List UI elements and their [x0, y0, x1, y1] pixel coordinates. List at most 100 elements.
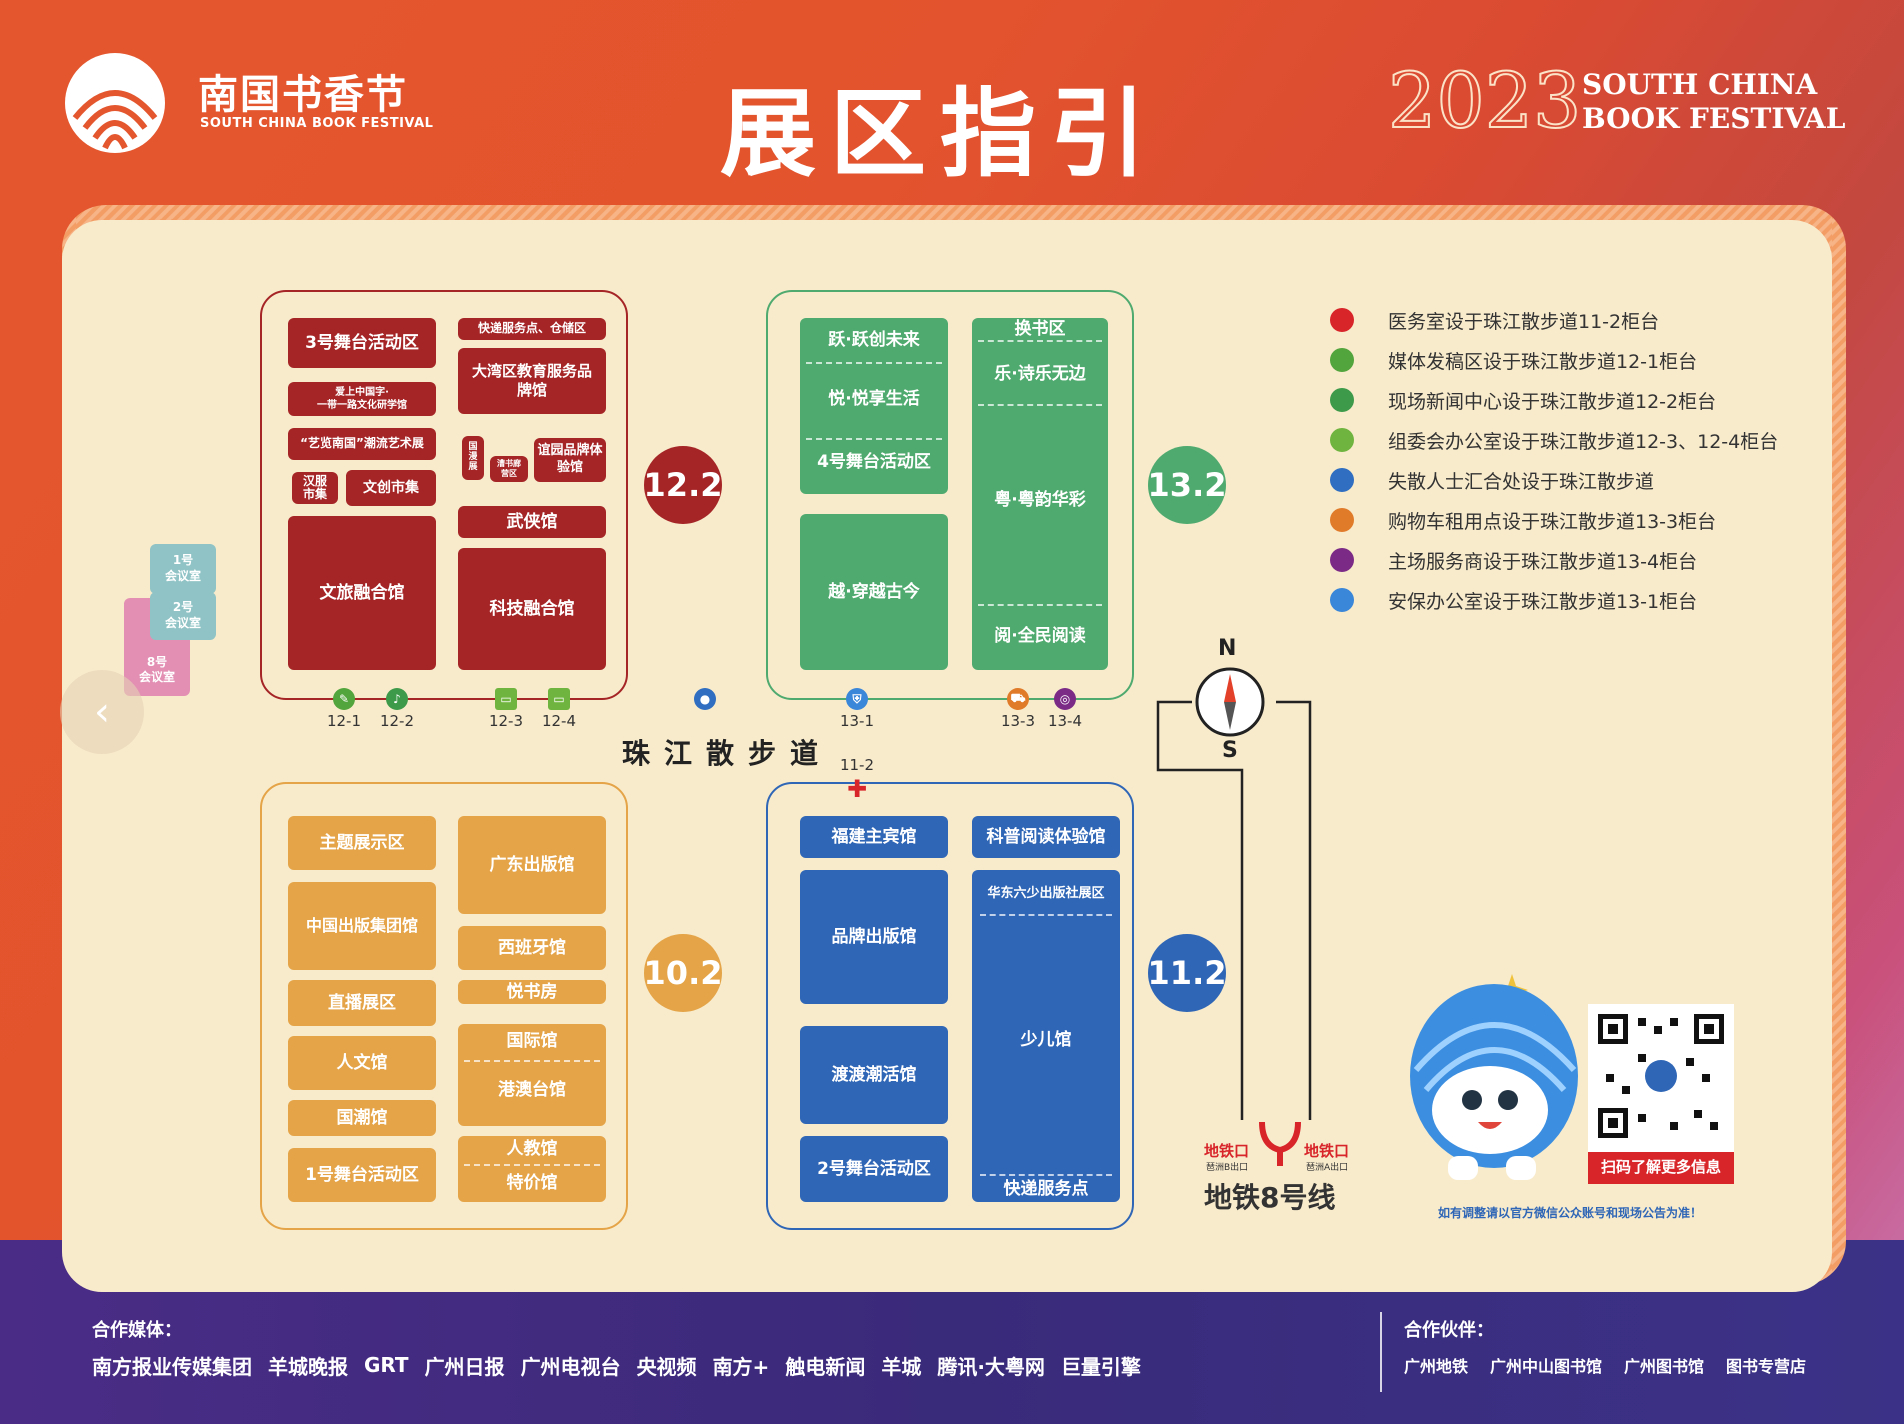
logo-title: 南国书香节 [198, 72, 408, 118]
stage-2-area[interactable]: 2号舞台活动区 [800, 1136, 948, 1202]
pen-icon [1330, 348, 1354, 372]
partner-logo[interactable]: 广州中山图书馆 [1490, 1357, 1603, 1376]
media-logo[interactable]: 触电新闻 [785, 1354, 866, 1379]
wenlv-hall[interactable]: 文旅融合馆 [288, 516, 436, 670]
medical-cross-icon[interactable]: ✚ [846, 775, 868, 803]
back-arrow-button[interactable]: ‹ [60, 670, 144, 754]
media-logo[interactable]: 巨量引擎 [1060, 1354, 1141, 1379]
china-publishing-group-hall[interactable]: 中国出版集团馆 [288, 882, 436, 970]
media-logo[interactable]: 羊城晚报 [268, 1354, 348, 1379]
cart-icon [1330, 508, 1354, 532]
counter-12-2: 12-2 [379, 712, 415, 730]
theme-exhibition[interactable]: 主题展示区 [288, 816, 436, 870]
guochao-hall[interactable]: 国潮馆 [288, 1100, 436, 1136]
person-icon [1330, 468, 1354, 492]
brand-publishing-hall[interactable]: 品牌出版馆 [800, 870, 948, 1004]
qr-code[interactable] [1588, 1004, 1734, 1152]
yue-cantonese[interactable]: 粤·粤韵华彩 [994, 489, 1086, 510]
keji-hall[interactable]: 科技融合馆 [458, 548, 606, 670]
meeting-room-2[interactable]: 2号 会议室 [150, 592, 216, 640]
divider [464, 1060, 600, 1062]
promenade-label: 珠江散步道 [622, 737, 833, 770]
divider [978, 604, 1102, 606]
wenchuang-market[interactable]: 文创市集 [346, 470, 436, 506]
adjustment-note: 如有调整请以官方微信公众账号和现场公告为准！ [1438, 1206, 1703, 1220]
renwen-hall[interactable]: 人文馆 [288, 1036, 436, 1090]
metro-route-lines [1150, 700, 1320, 1120]
page-title: 展区指引 [720, 78, 1160, 190]
yueshu-room[interactable]: 悦书房 [458, 980, 606, 1004]
media-logo[interactable]: 南方+ [712, 1354, 770, 1379]
divider [978, 340, 1102, 342]
national-reading[interactable]: 阅·全民阅读 [994, 625, 1086, 646]
bay-area-education-hall[interactable]: 大湾区教育服务品牌馆 [458, 348, 606, 414]
kids-hall[interactable]: 少儿馆 [1020, 1029, 1072, 1050]
pen-icon[interactable]: ✎ [333, 688, 355, 710]
renjiao-hall[interactable]: 人教馆 [506, 1138, 558, 1159]
media-logo[interactable]: 羊城 [881, 1354, 922, 1379]
qr-caption: 扫码了解更多信息 [1588, 1152, 1734, 1184]
international-hall[interactable]: 国际馆 [506, 1030, 558, 1051]
partner-logo[interactable]: 广州地铁 [1404, 1357, 1469, 1376]
person-icon[interactable]: ● [694, 688, 716, 710]
metro-exit-a[interactable]: 地铁口 [1304, 1142, 1350, 1160]
yue-life[interactable]: 悦·悦享生活 [828, 388, 920, 409]
compass-icon [1194, 666, 1266, 738]
partner-logos: 广州地铁 广州中山图书馆 广州图书馆 图书专营店 [1404, 1350, 1824, 1380]
media-logo[interactable]: 央视频 [636, 1354, 697, 1379]
stage-4-area[interactable]: 4号舞台活动区 [817, 451, 931, 472]
art-exhibition[interactable]: “艺览南国”潮流艺术展 [288, 428, 436, 460]
shield-icon[interactable]: ⛨ [846, 688, 868, 710]
hall-13-2-left-block [800, 318, 948, 494]
stage-3-area[interactable]: 3号舞台活动区 [288, 318, 436, 368]
media-logo[interactable]: 广州电视台 [520, 1354, 621, 1379]
hall-10-2-badge[interactable]: 10.2 [644, 934, 722, 1012]
hall-12-2-badge[interactable]: 12.2 [644, 446, 722, 524]
partner-logo[interactable]: 广州图书馆 [1624, 1357, 1705, 1376]
legend-item: 安保办公室设于珠江散步道13-1柜台 [1330, 580, 1810, 620]
yiyuan-brand-hall[interactable]: 谊园品牌体验馆 [534, 438, 606, 482]
counter-13-1: 13-1 [839, 712, 875, 730]
metro-logo-icon [1258, 1120, 1302, 1166]
book-icon[interactable]: ▭ [495, 688, 517, 710]
media-logo[interactable]: 腾讯·大粤网 [937, 1354, 1045, 1379]
hall-11-2-badge[interactable]: 11.2 [1148, 934, 1226, 1012]
shuxiang-area[interactable]: 漕书廊 营区 [490, 456, 528, 482]
stage-1-area[interactable]: 1号舞台活动区 [288, 1148, 436, 1202]
media-logo[interactable]: 南方报业传媒集团 [92, 1354, 252, 1379]
legend-item: 媒体发稿区设于珠江散步道12-1柜台 [1330, 340, 1810, 380]
footer-divider [1380, 1312, 1382, 1392]
wuxia-hall[interactable]: 武侠馆 [458, 506, 606, 538]
counter-12-4: 12-4 [541, 712, 577, 730]
east-china-publishers[interactable]: 华东六少出版社展区 [987, 885, 1105, 901]
hanfu-market[interactable]: 汉服 市集 [292, 472, 338, 504]
guangdong-publishing-hall[interactable]: 广东出版馆 [458, 816, 606, 914]
legend-item: 组委会办公室设于珠江散步道12-3、12-4柜台 [1330, 420, 1810, 460]
love-chinese-hall[interactable]: 爱上中国字· 一带一路文化研学馆 [288, 382, 436, 416]
special-price-hall[interactable]: 特价馆 [506, 1172, 558, 1193]
fujian-guest-hall[interactable]: 福建主宾馆 [800, 816, 948, 858]
express-storage[interactable]: 快递服务点、仓储区 [458, 318, 606, 340]
book-icon [1330, 428, 1354, 452]
spain-hall[interactable]: 西班牙馆 [458, 926, 606, 970]
dudu-trend-hall[interactable]: 渡渡潮活馆 [800, 1026, 948, 1124]
guoman-exhibition[interactable]: 国 漫 展 [462, 436, 484, 480]
hall-13-2-badge[interactable]: 13.2 [1148, 446, 1226, 524]
yue-through-time[interactable]: 越·穿越古今 [800, 514, 948, 670]
book-swap-area[interactable]: 换书区 [1014, 318, 1066, 339]
cart-icon[interactable]: ⛟ [1007, 688, 1029, 710]
partner-logo[interactable]: 图书专营店 [1726, 1357, 1807, 1376]
book-icon[interactable]: ▭ [548, 688, 570, 710]
metro-exit-b[interactable]: 地铁口 [1204, 1142, 1250, 1160]
live-streaming-area[interactable]: 直播展区 [288, 980, 436, 1026]
le-poetry[interactable]: 乐·诗乐无边 [994, 363, 1086, 384]
meeting-room-1[interactable]: 1号 会议室 [150, 544, 216, 594]
media-logo[interactable]: GRT [364, 1353, 409, 1377]
service-ring-icon[interactable]: ◎ [1054, 688, 1076, 710]
science-reading-hall[interactable]: 科普阅读体验馆 [972, 816, 1120, 858]
microphone-icon[interactable]: ♪ [386, 688, 408, 710]
hkmo-taiwan-hall[interactable]: 港澳台馆 [498, 1079, 566, 1100]
yue-future[interactable]: 跃·跃创未来 [828, 329, 920, 350]
media-logo[interactable]: 广州日报 [424, 1354, 505, 1379]
express-service-point[interactable]: 快递服务点 [1003, 1178, 1089, 1199]
